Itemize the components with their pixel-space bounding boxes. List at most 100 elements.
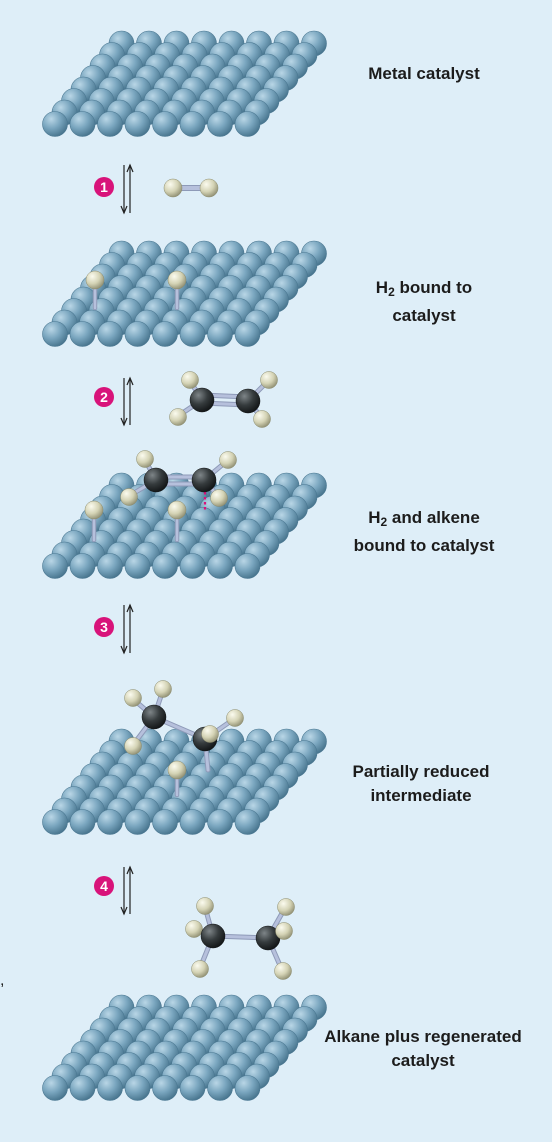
hydrogen-atom — [219, 451, 237, 469]
reverse-arrow-head — [120, 205, 128, 215]
hydrogen-atom — [124, 689, 142, 707]
catalyst-atom — [179, 111, 206, 137]
hydrogen-atom — [274, 962, 292, 980]
step-1-badge: 1 — [94, 177, 114, 197]
forward-arrow-head — [126, 865, 134, 875]
carbon-atom — [191, 467, 217, 493]
catalyst-atom — [207, 111, 233, 137]
catalyst-atom — [69, 553, 96, 579]
equilibrium-arrows-1 — [120, 163, 134, 215]
hydrogen-atom — [120, 488, 138, 506]
carbon-atom — [143, 467, 169, 493]
step-2-badge: 2 — [94, 387, 114, 407]
hydrogen-atom — [181, 371, 199, 389]
alkane-molecule — [185, 897, 295, 980]
catalyst-atom — [124, 809, 151, 835]
hydrogen-atom — [253, 410, 271, 428]
catalyst-atom — [69, 111, 96, 137]
equilibrium-arrows-2 — [120, 376, 134, 427]
catalyst-atom — [152, 111, 178, 137]
carbon-atom — [189, 387, 215, 413]
carbon-atom — [235, 388, 261, 414]
hydrogen-atom — [167, 760, 187, 780]
hydrogen-atom — [154, 680, 172, 698]
hydrogen-atom — [201, 725, 219, 743]
stage-2-label: H2 bound to catalyst — [375, 278, 473, 325]
hydrogen-atom — [277, 898, 295, 916]
catalyst-atom — [179, 321, 206, 347]
hydrogen-atom — [169, 408, 187, 426]
catalyst-atom — [69, 809, 96, 835]
catalyst-atom — [207, 553, 233, 579]
catalyst-atom — [234, 809, 261, 835]
reverse-arrow-head — [120, 906, 128, 916]
catalyst-atom — [234, 553, 261, 579]
hydrogen-atom — [260, 371, 278, 389]
catalyst-atom — [179, 553, 206, 579]
forward-arrow-head — [126, 603, 134, 613]
hydrogen-atom — [199, 178, 219, 198]
carbon-atom — [141, 704, 167, 730]
catalyst-atom — [152, 1075, 178, 1101]
stage-5-label: Alkane plus regenerated catalyst — [324, 1027, 522, 1070]
hydrogen-atom — [191, 960, 209, 978]
catalyst-atom — [124, 111, 151, 137]
equilibrium-arrows-4 — [120, 865, 134, 916]
forward-arrow-head — [126, 163, 134, 173]
step-4-badge: 4 — [94, 876, 114, 896]
reverse-arrow-head — [120, 417, 128, 427]
hydrogen-atom — [163, 178, 183, 198]
hydrogen-atom — [124, 737, 142, 755]
catalyst-atom — [97, 321, 123, 347]
catalyst-atom — [179, 1075, 206, 1101]
catalyst-surface-5 — [42, 994, 327, 1101]
stray-comma: , — [0, 972, 5, 989]
catalyst-atom — [42, 553, 68, 579]
catalyst-atom — [234, 321, 261, 347]
catalyst-atom — [69, 1075, 96, 1101]
hydrogen-atom — [85, 270, 105, 290]
carbon-atom — [200, 923, 226, 949]
catalyst-atom — [152, 553, 178, 579]
hydrogen-atom — [136, 450, 154, 468]
catalyst-atom — [97, 1075, 123, 1101]
catalyst-atom — [97, 553, 123, 579]
catalyst-atom — [124, 553, 151, 579]
catalyst-surface-4 — [42, 728, 327, 835]
hydrogen-atom — [275, 922, 293, 940]
catalyst-atom — [97, 809, 123, 835]
hydrogen-atom — [84, 500, 104, 520]
catalyst-atom — [207, 321, 233, 347]
catalyst-atom — [234, 111, 261, 137]
reverse-arrow-head — [120, 645, 128, 655]
step-3-badge: 3 — [94, 617, 114, 637]
equilibrium-arrows-3 — [120, 603, 134, 655]
catalyst-atom — [42, 111, 68, 137]
catalyst-atom — [97, 111, 123, 137]
forward-arrow-head — [126, 376, 134, 386]
catalyst-atom — [42, 1075, 68, 1101]
half-hydrogenated-intermediate — [124, 680, 244, 798]
catalyst-atom — [42, 321, 68, 347]
catalyst-atom — [179, 809, 206, 835]
adsorbed-hydrogens-2 — [85, 270, 187, 311]
catalyst-atom — [234, 1075, 261, 1101]
hydrogen-atom — [167, 500, 187, 520]
catalyst-surface-2 — [42, 240, 327, 347]
adsorbed-species-3 — [84, 450, 237, 543]
hydrogen-atom — [185, 920, 203, 938]
h2-molecule — [163, 178, 219, 198]
stage-3-label: H2 and alkene bound to catalyst — [353, 508, 495, 555]
catalyst-atom — [42, 809, 68, 835]
alkene-molecule — [169, 371, 278, 428]
catalyst-atom — [124, 1075, 151, 1101]
catalyst-surface-3 — [42, 472, 327, 579]
hydrogen-atom — [210, 489, 228, 507]
hydrogen-atom — [226, 709, 244, 727]
catalyst-atom — [207, 809, 233, 835]
catalyst-atom — [152, 321, 178, 347]
catalyst-atom — [69, 321, 96, 347]
stage-1-label: Metal catalyst — [368, 64, 480, 83]
catalyst-atom — [124, 321, 151, 347]
